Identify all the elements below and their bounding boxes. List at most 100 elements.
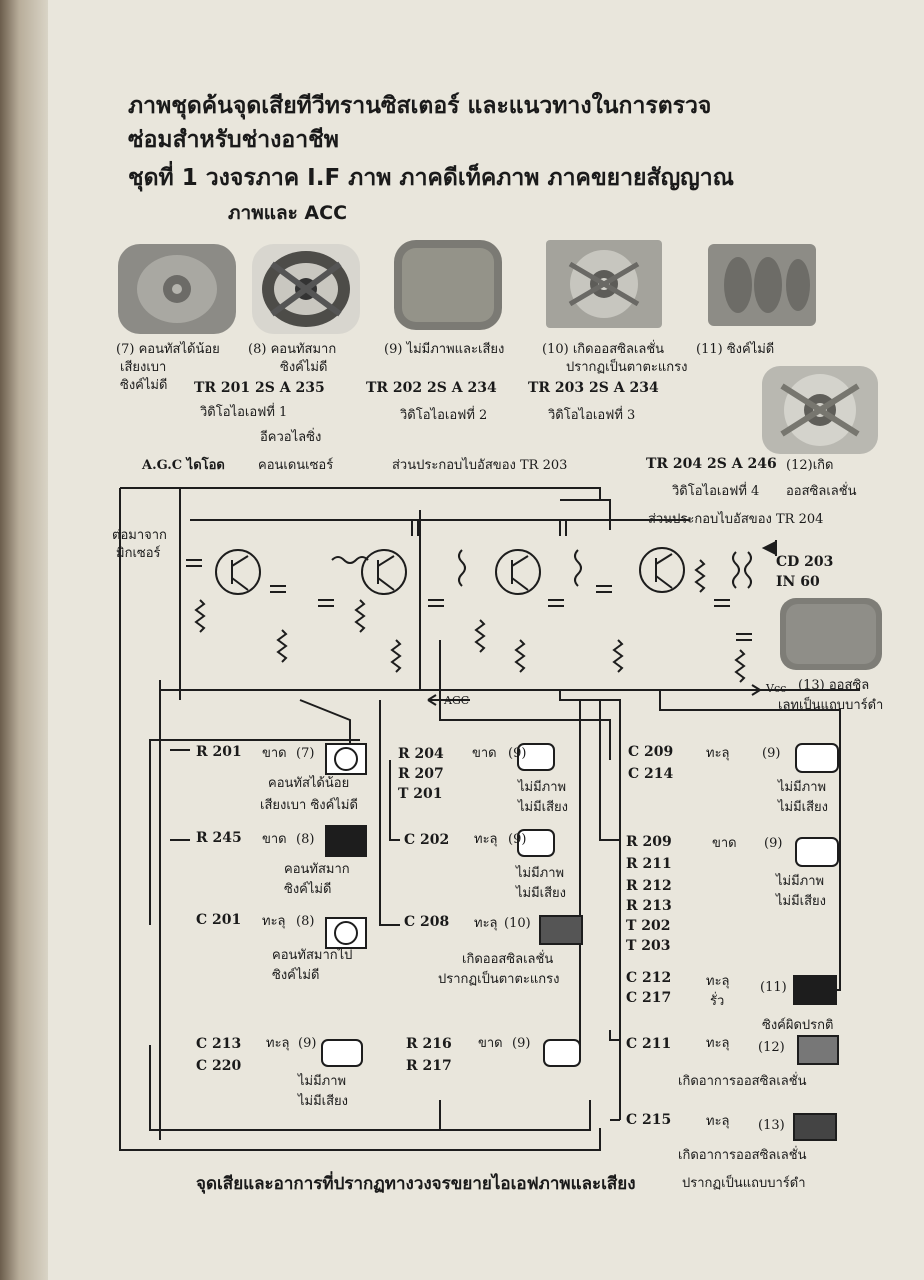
fault-c215-part: C 215: [626, 1112, 672, 1128]
fault-c201-desc2: ซิงค์ไม่ดี: [272, 968, 320, 983]
fault-r216-part2: R 217: [406, 1058, 452, 1074]
fault-r245-desc1: คอนทัสมาก: [284, 862, 350, 877]
fault-c213-type: ทะลุ: [266, 1036, 290, 1051]
fault-c215-num: (13): [758, 1118, 785, 1133]
tr203-name: วิดิโอไอเอฟที่ 3: [548, 408, 636, 423]
fault-r245-desc2: ซิงค์ไม่ดี: [284, 882, 332, 897]
fault-c211-type: ทะลุ: [706, 1036, 730, 1051]
fault-c208-desc2: ปรากฏเป็นตาตะแกรง: [438, 972, 560, 987]
fault-r209-part-3: R 212: [626, 878, 672, 894]
fault-c208-type: ทะลุ: [474, 916, 498, 931]
fault-c209-type: ทะลุ: [706, 746, 730, 761]
book-spine: [0, 0, 48, 1280]
fault-c209-part2: C 214: [628, 766, 674, 782]
fault-r201-part: R 201: [196, 744, 242, 760]
coil-label-2: คอนเดนเซอร์: [258, 458, 334, 473]
fault-c208-desc1: เกิดออสซิลเลชั่น: [462, 952, 554, 967]
figure-caption: จุดเสียและอาการที่ปรากฏทางวงจรขยายไอเอฟภ…: [196, 1174, 636, 1194]
fault-r209-num: (9): [764, 836, 783, 851]
tr201-name: วิดิโอไอเอฟที่ 1: [200, 405, 288, 420]
photo-symptom-7: [118, 244, 236, 334]
agc-diode-label: A.G.C ไดโอด: [142, 458, 225, 473]
symptom-11-caption: (11) ซิงค์ไม่ดี: [696, 342, 775, 357]
fault-r209-part-4: R 213: [626, 898, 672, 914]
vcc-label: Vcc: [766, 682, 787, 695]
tr202-name: วิดิโอไอเอฟที่ 2: [400, 408, 488, 423]
tr203-code: TR 203 2S A 234: [528, 380, 659, 396]
photo-symptom-12: [762, 366, 878, 454]
agc-arrow-label: AGC: [444, 694, 470, 707]
symptom-8-caption-2: ซิงค์ไม่ดี: [280, 360, 328, 375]
fault-c201-part: C 201: [196, 912, 242, 928]
fault-r245-num: (8): [296, 832, 315, 847]
fault-c215-desc2: ปรากฏเป็นแถบบาร์ดำ: [682, 1176, 806, 1191]
fault-c208-part: C 208: [404, 914, 450, 930]
fault-r216-part1: R 216: [406, 1036, 452, 1052]
fault-r209-type: ขาด: [712, 836, 737, 851]
bias-tr203-label: ส่วนประกอบไบอัสของ TR 203: [392, 458, 568, 473]
fault-c212-desc1: ซิงค์ผิดปรกติ: [762, 1018, 834, 1033]
fault-c212-type: ทะลุ: [706, 974, 730, 989]
title-line-4: ภาพและ ACC: [228, 202, 348, 224]
symptom-12-caption-2: ออสซิลเลชั่น: [786, 484, 857, 499]
fault-r216-type: ขาด: [478, 1036, 503, 1051]
fault-c213-desc2: ไม่มีเสียง: [298, 1094, 349, 1109]
fault-c202-part: C 202: [404, 832, 450, 848]
symptom-9-caption: (9) ไม่มีภาพและเสียง: [384, 342, 505, 357]
tr202-code: TR 202 2S A 234: [366, 380, 497, 396]
fault-r201-type: ขาด: [262, 746, 287, 761]
fault-c212-type2: รั่ว: [710, 994, 725, 1009]
tr204-code: TR 204 2S A 246: [646, 456, 777, 472]
fault-r204-num: (9): [508, 746, 527, 761]
symptom-10-caption: (10) เกิดออสซิลเลชั่น: [542, 342, 665, 357]
fault-c202-type: ทะลุ: [474, 832, 498, 847]
photo-symptom-9: [394, 240, 502, 330]
bias-tr204-label: ส่วนประกอบไบอัสของ TR 204: [648, 512, 824, 527]
fault-r204-type: ขาด: [472, 746, 497, 761]
fault-c213-part2: C 220: [196, 1058, 242, 1074]
fault-r204-part3: T 201: [398, 786, 443, 802]
fault-r209-desc1: ไม่มีภาพ: [776, 874, 825, 889]
fault-c201-num: (8): [296, 914, 315, 929]
fault-r201-num: (7): [296, 746, 315, 761]
photo-symptom-11: [708, 244, 816, 326]
fault-c201-type: ทะลุ: [262, 914, 286, 929]
mixer-label: ต่อมาจาก: [112, 528, 167, 543]
fault-c212-part1: C 212: [626, 970, 672, 986]
fault-r245-part: R 245: [196, 830, 242, 846]
fault-c212-num: (11): [760, 980, 787, 995]
fault-c209-desc1: ไม่มีภาพ: [778, 780, 827, 795]
fault-c209-desc2: ไม่มีเสียง: [778, 800, 829, 815]
fault-c202-desc1: ไม่มีภาพ: [516, 866, 565, 881]
fault-r209-part-5: T 202: [626, 918, 671, 934]
fault-r209-part-2: R 211: [626, 856, 672, 872]
cd203-label: CD 203: [776, 554, 834, 570]
symptom-12-caption: (12)เกิด: [786, 458, 834, 473]
symptom-7-caption-3: ซิงค์ไม่ดี: [120, 378, 168, 393]
fault-r204-desc2: ไม่มีเสียง: [518, 800, 569, 815]
tr201-code: TR 201 2S A 235: [194, 380, 325, 396]
fault-r204-part1: R 204: [398, 746, 444, 762]
fault-r201-desc2: เสียงเบา ซิงค์ไม่ดี: [260, 798, 358, 813]
photo-symptom-8: [252, 244, 360, 334]
fault-r209-part-1: R 209: [626, 834, 672, 850]
fault-c209-num: (9): [762, 746, 781, 761]
in60-label: IN 60: [776, 574, 820, 590]
title-line-1: ภาพชุดค้นจุดเสียทีวีทรานซิสเตอร์ และแนวท…: [128, 93, 712, 119]
fault-c211-part: C 211: [626, 1036, 672, 1052]
fault-c213-desc1: ไม่มีภาพ: [298, 1074, 347, 1089]
fault-r209-part-6: T 203: [626, 938, 671, 954]
title-line-2: ซ่อมสำหรับช่างอาชีพ: [128, 127, 339, 153]
fault-r209-desc2: ไม่มีเสียง: [776, 894, 827, 909]
fault-r204-desc1: ไม่มีภาพ: [518, 780, 567, 795]
fault-c213-part1: C 213: [196, 1036, 242, 1052]
fault-c213-num: (9): [298, 1036, 317, 1051]
fault-r204-part2: R 207: [398, 766, 444, 782]
photo-symptom-13: [780, 598, 882, 670]
fault-c212-part2: C 217: [626, 990, 672, 1006]
fault-c202-num: (9): [508, 832, 527, 847]
fault-c211-desc1: เกิดอาการออสซิลเลชั่น: [678, 1074, 807, 1089]
fault-c209-part1: C 209: [628, 744, 674, 760]
symptom-7-caption: (7) คอนทัสได้น้อย: [116, 342, 220, 357]
